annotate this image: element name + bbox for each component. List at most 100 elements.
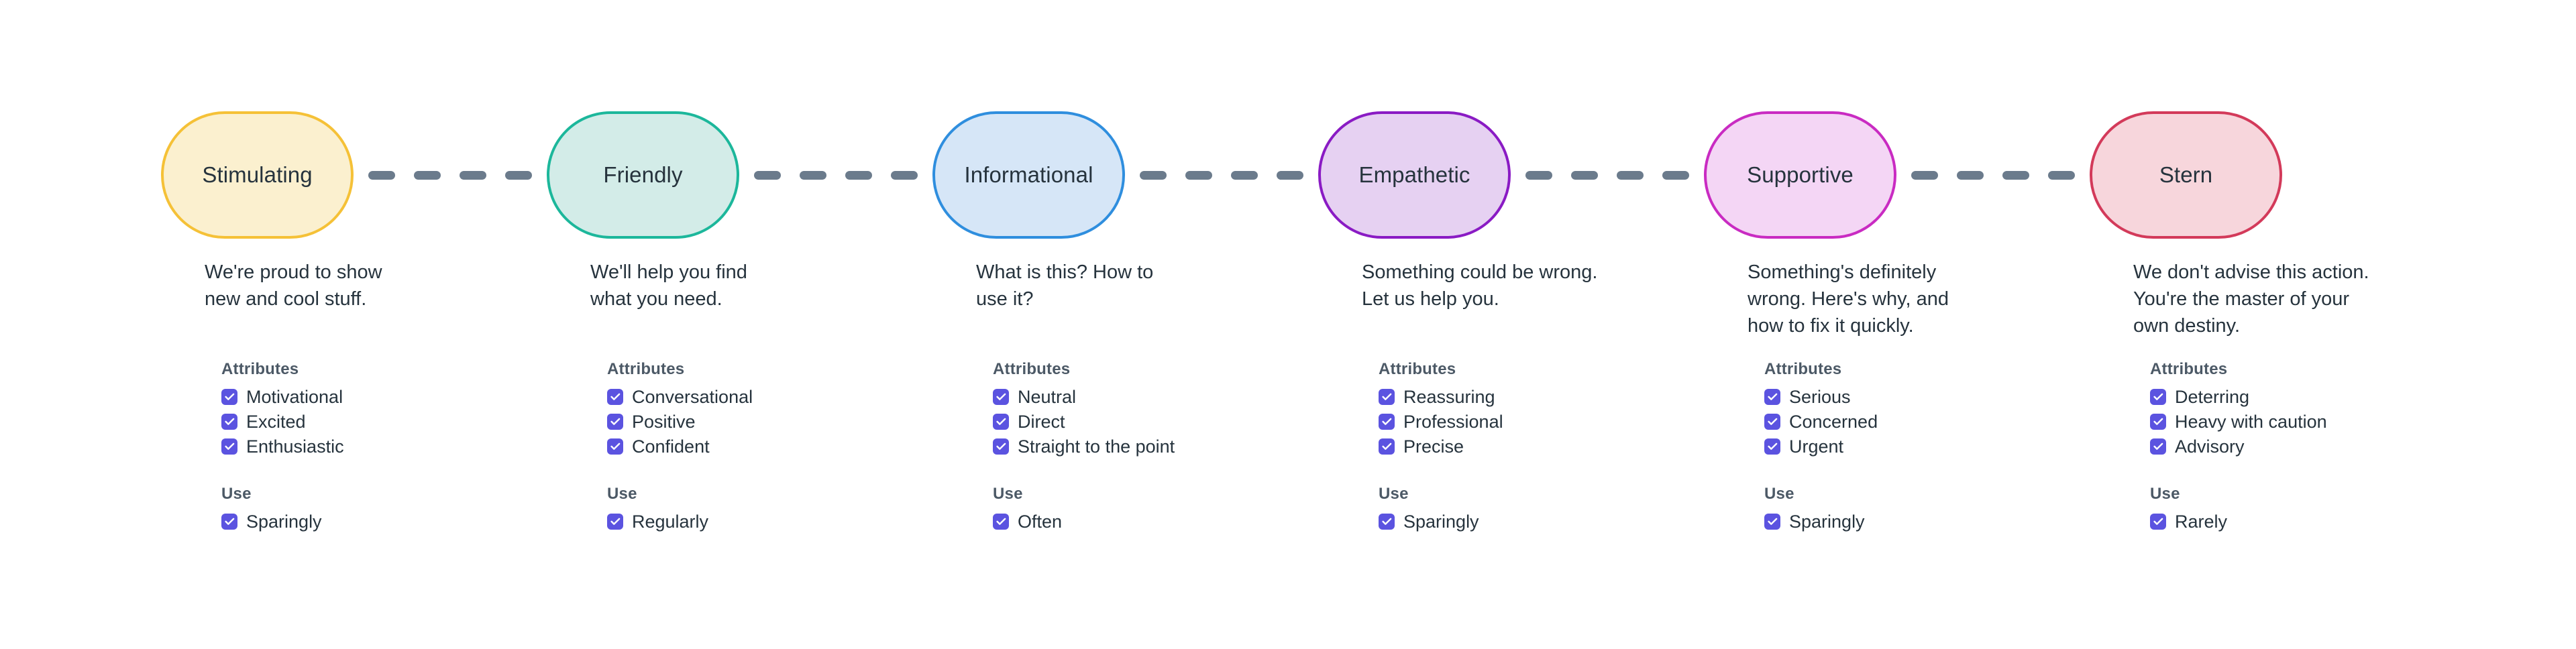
attribute-check-item[interactable]: Enthusiastic	[221, 434, 543, 459]
tone-column-supportive: Supportive	[1704, 111, 2090, 239]
tone-pill-informational[interactable]: Informational	[932, 111, 1125, 239]
attribute-check-item[interactable]: Precise	[1379, 434, 1701, 459]
dashed-line-icon	[1140, 170, 1303, 180]
check-item-label: Conversational	[632, 386, 753, 407]
attribute-check-item[interactable]: Professional	[1379, 409, 1701, 434]
connector-dash	[1571, 170, 1598, 180]
connector-dash	[754, 170, 781, 180]
tone-pill-label: Empathetic	[1358, 162, 1470, 188]
check-item-label: Reassuring	[1403, 386, 1495, 407]
checkmark-icon[interactable]	[607, 413, 623, 430]
connector-dash	[1662, 170, 1689, 180]
checkmark-icon[interactable]	[1764, 413, 1780, 430]
checkmark-icon[interactable]	[2150, 413, 2166, 430]
attribute-check-item[interactable]: Excited	[221, 409, 543, 434]
use-check-item[interactable]: Rarely	[2150, 509, 2472, 534]
attributes-heading: Attributes	[607, 360, 685, 378]
use-heading: Use	[1379, 485, 1409, 503]
use-check-item[interactable]: Regularly	[607, 509, 929, 534]
dashed-line-icon	[1525, 170, 1689, 180]
check-item-label: Direct	[1018, 411, 1065, 432]
attribute-check-item[interactable]: Serious	[1764, 384, 2086, 409]
tone-column-friendly: Friendly	[547, 111, 932, 239]
attribute-check-item[interactable]: Advisory	[2150, 434, 2472, 459]
use-check-item[interactable]: Often	[993, 509, 1315, 534]
check-item-label: Advisory	[2175, 436, 2245, 457]
use-heading: Use	[993, 485, 1023, 503]
use-check-item[interactable]: Sparingly	[1379, 509, 1701, 534]
checkmark-icon[interactable]	[1764, 388, 1780, 405]
checkmark-icon[interactable]	[2150, 388, 2166, 405]
tone-pill-row: Stimulating Friendly Informational Empathet…	[0, 111, 2576, 243]
check-item-label: Professional	[1403, 411, 1503, 432]
connector-dash	[1617, 170, 1644, 180]
attributes-heading: Attributes	[1764, 360, 1842, 378]
connector-dash	[2002, 170, 2029, 180]
attribute-check-item[interactable]: Positive	[607, 409, 929, 434]
attribute-check-item[interactable]: Motivational	[221, 384, 543, 409]
tone-description: Something could be wrong. Let us help yo…	[1362, 261, 1598, 310]
attribute-check-item[interactable]: Conversational	[607, 384, 929, 409]
tone-description: Something's definitely wrong. Here's why…	[1748, 261, 1949, 337]
check-item-label: Sparingly	[1403, 511, 1479, 532]
attribute-check-item[interactable]: Deterring	[2150, 384, 2472, 409]
checkmark-icon[interactable]	[2150, 513, 2166, 530]
attribute-check-item[interactable]: Confident	[607, 434, 929, 459]
attribute-check-item[interactable]: Urgent	[1764, 434, 2086, 459]
checkmark-icon[interactable]	[1379, 438, 1395, 455]
check-item-label: Heavy with caution	[2175, 411, 2327, 432]
checkmark-icon[interactable]	[1764, 438, 1780, 455]
checkmark-icon[interactable]	[2150, 438, 2166, 455]
use-check-item[interactable]: Sparingly	[221, 509, 543, 534]
tone-pill-supportive[interactable]: Supportive	[1704, 111, 1896, 239]
dashed-line-icon	[1911, 170, 2075, 180]
checkmark-icon[interactable]	[221, 388, 237, 405]
connector-dash	[414, 170, 441, 180]
checkmark-icon[interactable]	[221, 438, 237, 455]
attributes-heading: Attributes	[1379, 360, 1456, 378]
checkmark-icon[interactable]	[607, 513, 623, 530]
tone-description: We're proud to show new and cool stuff.	[205, 261, 382, 310]
use-check-item[interactable]: Sparingly	[1764, 509, 2086, 534]
tone-pill-friendly[interactable]: Friendly	[547, 111, 739, 239]
checkmark-icon[interactable]	[221, 413, 237, 430]
dashed-line-icon	[368, 170, 532, 180]
check-item-label: Neutral	[1018, 386, 1077, 407]
connector-dash	[1957, 170, 1984, 180]
checkmark-icon[interactable]	[1764, 513, 1780, 530]
connector-dash	[2048, 170, 2075, 180]
attribute-check-item[interactable]: Heavy with caution	[2150, 409, 2472, 434]
tone-pill-stern[interactable]: Stern	[2090, 111, 2282, 239]
checkmark-icon[interactable]	[993, 413, 1009, 430]
checkmark-icon[interactable]	[607, 388, 623, 405]
checkmark-icon[interactable]	[993, 513, 1009, 530]
attribute-check-item[interactable]: Concerned	[1764, 409, 2086, 434]
checkmark-icon[interactable]	[1379, 388, 1395, 405]
attribute-check-item[interactable]: Direct	[993, 409, 1315, 434]
attribute-check-item[interactable]: Straight to the point	[993, 434, 1315, 459]
connector-dash	[460, 170, 486, 180]
tone-pill-stimulating[interactable]: Stimulating	[161, 111, 354, 239]
checkmark-icon[interactable]	[993, 438, 1009, 455]
checkmark-icon[interactable]	[1379, 513, 1395, 530]
checkmark-icon[interactable]	[993, 388, 1009, 405]
connector-dash	[1231, 170, 1258, 180]
use-heading: Use	[1764, 485, 1794, 503]
check-item-label: Rarely	[2175, 511, 2228, 532]
checkmark-icon[interactable]	[607, 438, 623, 455]
check-item-label: Sparingly	[1789, 511, 1865, 532]
attribute-check-item[interactable]: Reassuring	[1379, 384, 1701, 409]
attribute-check-item[interactable]: Neutral	[993, 384, 1315, 409]
tone-pill-empathetic[interactable]: Empathetic	[1318, 111, 1511, 239]
connector-dash	[1277, 170, 1303, 180]
connector-dash	[800, 170, 826, 180]
check-item-label: Serious	[1789, 386, 1851, 407]
checkmark-icon[interactable]	[221, 513, 237, 530]
checkmark-icon[interactable]	[1379, 413, 1395, 430]
check-item-label: Urgent	[1789, 436, 1844, 457]
